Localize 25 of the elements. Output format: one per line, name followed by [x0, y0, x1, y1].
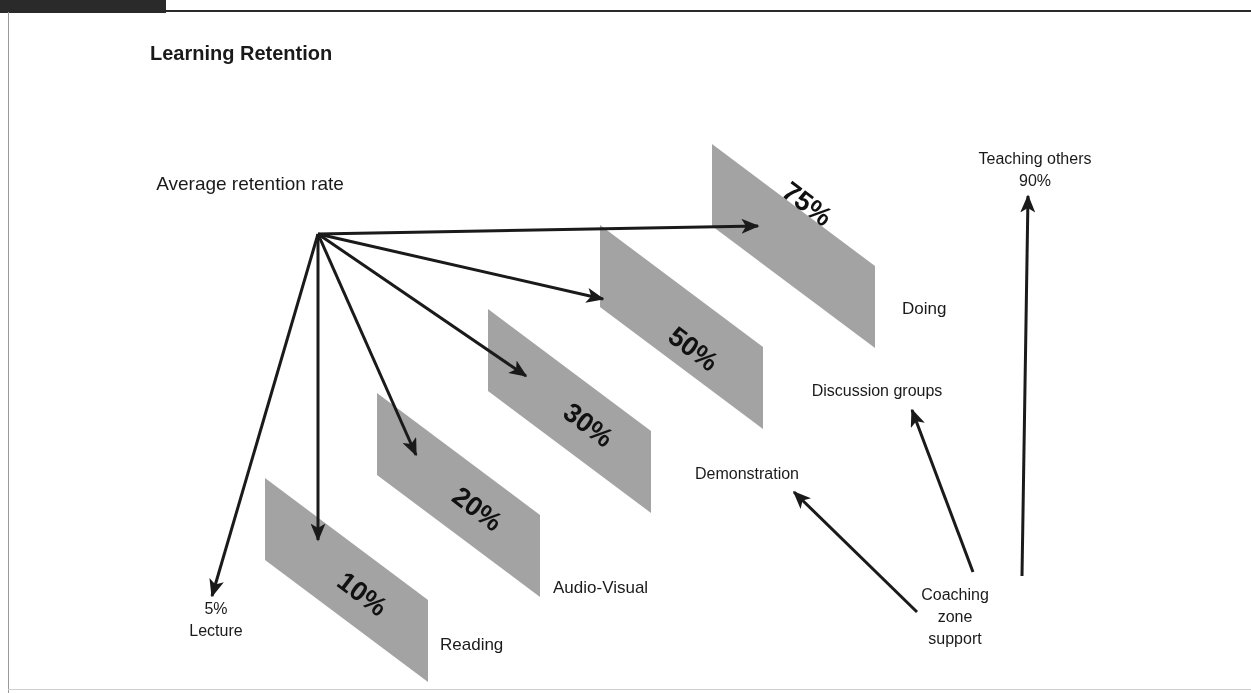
method-label: Doing [902, 298, 947, 320]
percentage-label: 50% [661, 319, 725, 380]
arrow [209, 233, 320, 598]
arrow [316, 233, 418, 457]
node-label: Demonstration [694, 464, 799, 484]
percentage-label: 10% [330, 564, 394, 625]
method-label: Reading [440, 634, 504, 656]
node-label: Coaching zone support [920, 585, 990, 649]
arrow [310, 234, 326, 542]
title: Learning Retention [150, 41, 333, 66]
percentage-label: 75% [775, 174, 839, 235]
arrow [1020, 194, 1036, 577]
arrow [910, 408, 975, 573]
node-label: 5% [204, 599, 228, 619]
node-label: Lecture [189, 621, 243, 641]
node-label: Teaching others 90% [977, 149, 1093, 191]
node-label: Discussion groups [811, 381, 943, 401]
arrow [317, 232, 605, 303]
arrow [317, 218, 760, 236]
node-label: Average retention rate [156, 172, 344, 196]
arrow [792, 490, 919, 614]
method-label: Audio-Visual [553, 577, 649, 599]
percentage-label: 20% [445, 479, 509, 540]
percentage-label: 30% [556, 395, 620, 456]
slanted-panel [265, 478, 428, 682]
